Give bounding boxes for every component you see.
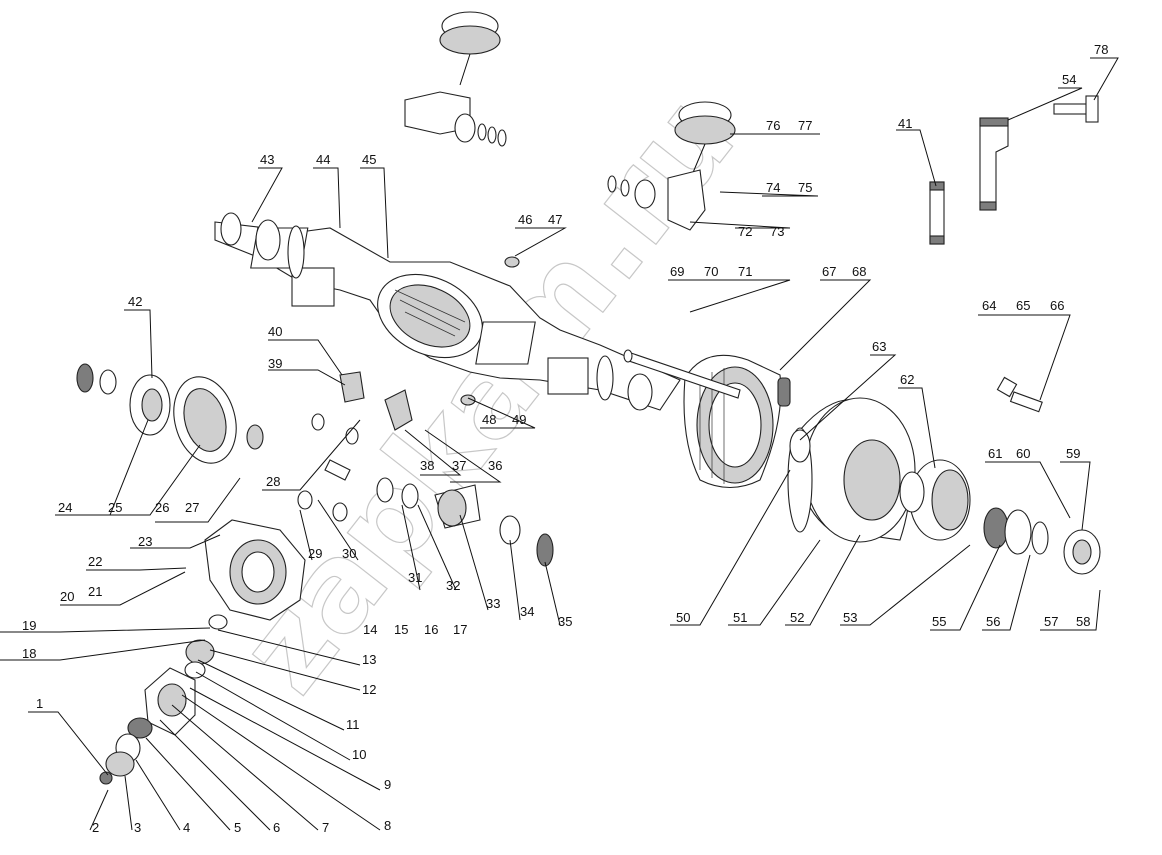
ring-gear (76, 363, 237, 464)
callout-16: 16 (424, 622, 438, 637)
callout-29: 29 (308, 546, 322, 561)
callout-36: 36 (488, 458, 502, 473)
callout-4: 4 (183, 820, 190, 835)
callout-61: 61 (988, 446, 1002, 461)
callout-24: 24 (58, 500, 72, 515)
spacer-41 (929, 181, 945, 245)
callouts: 1 2 3 4 5 6 7 8 9 10 11 12 13 14 15 16 1… (22, 42, 1108, 835)
callout-71: 71 (738, 264, 752, 279)
callout-58: 58 (1076, 614, 1090, 629)
callout-52: 52 (790, 610, 804, 625)
callout-59: 59 (1066, 446, 1080, 461)
callout-74: 74 (766, 180, 780, 195)
wheel-hub (899, 459, 971, 541)
callout-9: 9 (384, 777, 391, 792)
callout-51: 51 (733, 610, 747, 625)
callout-5: 5 (234, 820, 241, 835)
callout-28: 28 (266, 474, 280, 489)
callout-45: 45 (362, 152, 376, 167)
callout-69: 69 (670, 264, 684, 279)
wheel-bolt (996, 376, 1043, 413)
callout-6: 6 (273, 820, 280, 835)
callout-73: 73 (770, 224, 784, 239)
differential-carrier (204, 519, 306, 621)
callout-17: 17 (453, 622, 467, 637)
callout-15: 15 (394, 622, 408, 637)
callout-50: 50 (676, 610, 690, 625)
brake-chamber-top (404, 11, 507, 147)
callout-27: 27 (185, 500, 199, 515)
callout-19: 19 (22, 618, 36, 633)
pin-78 (1053, 95, 1099, 123)
callout-20: 20 (60, 589, 74, 604)
callout-10: 10 (352, 747, 366, 762)
ring-54 (979, 117, 1009, 211)
callout-30: 30 (342, 546, 356, 561)
callout-70: 70 (704, 264, 718, 279)
differential-gears (246, 371, 554, 567)
callout-64: 64 (982, 298, 996, 313)
brake-drum (787, 397, 916, 543)
callout-76: 76 (766, 118, 780, 133)
callout-67: 67 (822, 264, 836, 279)
callout-25: 25 (108, 500, 122, 515)
callout-63: 63 (872, 339, 886, 354)
callout-21: 21 (88, 584, 102, 599)
callout-32: 32 (446, 578, 460, 593)
callout-43: 43 (260, 152, 274, 167)
callout-26: 26 (155, 500, 169, 515)
callout-34: 34 (520, 604, 534, 619)
callout-23: 23 (138, 534, 152, 549)
callout-44: 44 (316, 152, 330, 167)
callout-2: 2 (92, 820, 99, 835)
callout-3: 3 (134, 820, 141, 835)
callout-78: 78 (1094, 42, 1108, 57)
callout-8: 8 (384, 818, 391, 833)
brake-chamber-76 (607, 101, 736, 231)
axle-shaft (623, 349, 741, 399)
callout-65: 65 (1016, 298, 1030, 313)
callout-60: 60 (1016, 446, 1030, 461)
callout-18: 18 (22, 646, 36, 661)
callout-12: 12 (362, 682, 376, 697)
callout-38: 38 (420, 458, 434, 473)
callout-46: 46 (518, 212, 532, 227)
callout-55: 55 (932, 614, 946, 629)
callout-35: 35 (558, 614, 572, 629)
callout-11: 11 (346, 717, 360, 732)
callout-33: 33 (486, 596, 500, 611)
callout-68: 68 (852, 264, 866, 279)
callout-56: 56 (986, 614, 1000, 629)
callout-54: 54 (1062, 72, 1076, 87)
callout-13: 13 (362, 652, 376, 667)
axle-housing (214, 212, 681, 411)
callout-1: 1 (36, 696, 43, 711)
callout-42: 42 (128, 294, 142, 309)
callout-7: 7 (322, 820, 329, 835)
callout-31: 31 (408, 570, 422, 585)
callout-49: 49 (512, 412, 526, 427)
callout-41: 41 (898, 116, 912, 131)
callout-72: 72 (738, 224, 752, 239)
callout-37: 37 (452, 458, 466, 473)
callout-39: 39 (268, 356, 282, 371)
callout-14: 14 (363, 622, 377, 637)
callout-62: 62 (900, 372, 914, 387)
callout-77: 77 (798, 118, 812, 133)
hub-bearings (789, 429, 1101, 575)
callout-40: 40 (268, 324, 282, 339)
brake-assembly (683, 354, 791, 488)
callout-48: 48 (482, 412, 496, 427)
callout-22: 22 (88, 554, 102, 569)
callout-75: 75 (798, 180, 812, 195)
callout-53: 53 (843, 610, 857, 625)
callout-57: 57 (1044, 614, 1058, 629)
leader-lines (0, 57, 1119, 831)
callout-66: 66 (1050, 298, 1064, 313)
callout-47: 47 (548, 212, 562, 227)
pinion-stack (99, 614, 228, 785)
